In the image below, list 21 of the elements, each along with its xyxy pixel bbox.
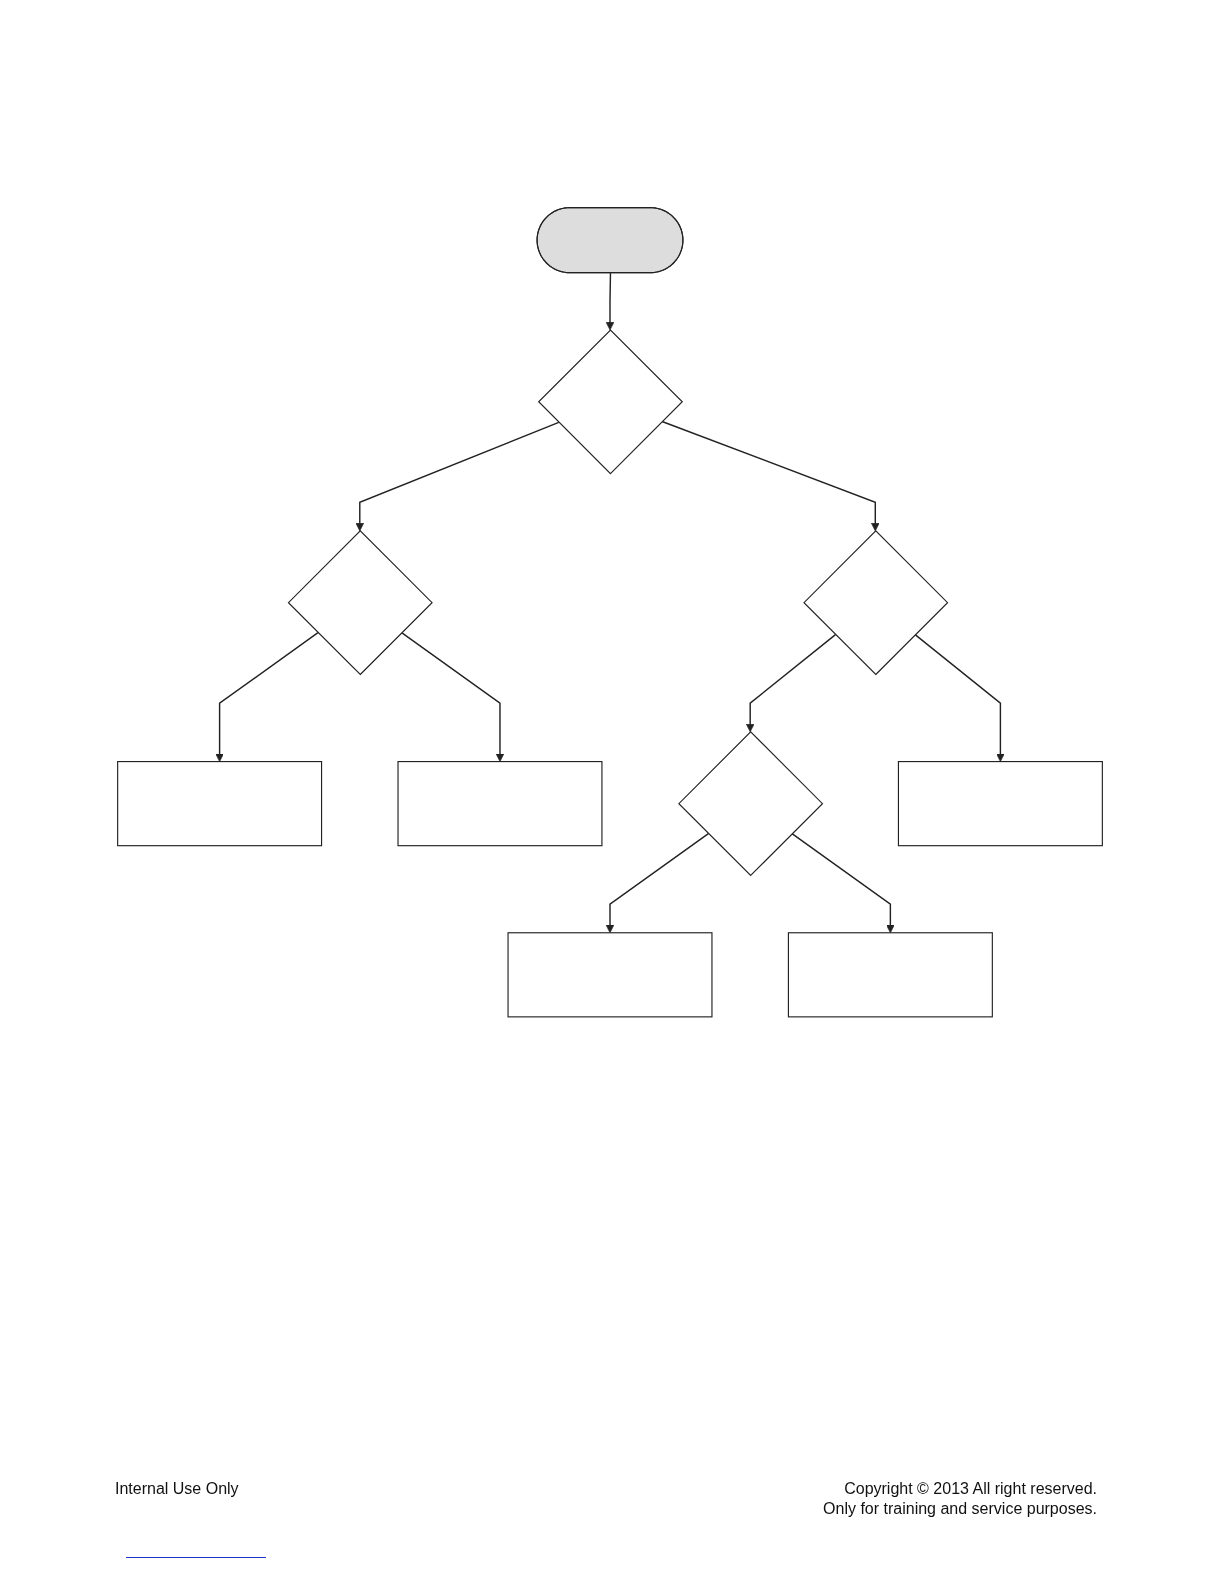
node-box [787, 932, 993, 1018]
arrow [400, 631, 505, 762]
copyright-note: Only for training and service purposes. [823, 1500, 1097, 1518]
arrow [914, 633, 1005, 762]
node-diamond [537, 329, 684, 475]
node-box [397, 761, 603, 847]
node-diamond [287, 530, 433, 676]
arrow [355, 421, 560, 532]
arrow [791, 832, 895, 934]
node-box [117, 761, 323, 847]
node-box [507, 932, 713, 1018]
arrow [661, 420, 880, 532]
node-box [897, 761, 1103, 847]
arrow [215, 631, 319, 762]
footer-note: Internal Use Only [115, 1480, 239, 1498]
arrow [605, 832, 710, 934]
node-diamond [803, 530, 949, 676]
arrow [605, 272, 615, 331]
copyright-note: Copyright © 2013 All right reserved. [844, 1480, 1097, 1498]
node-diamond [678, 731, 824, 877]
arrow [746, 633, 837, 733]
